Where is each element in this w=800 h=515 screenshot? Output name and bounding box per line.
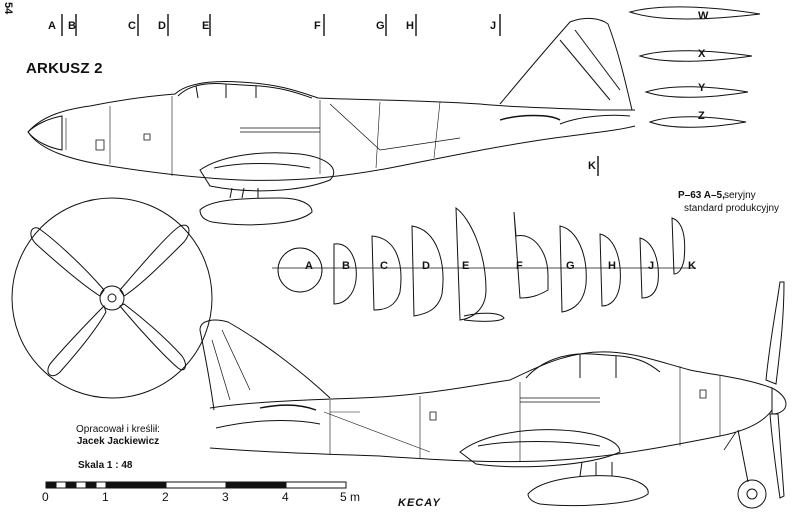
artist-signature: KECAY xyxy=(398,497,441,509)
section-label-f: F xyxy=(516,260,523,272)
ruler-label-1: 1 xyxy=(102,490,109,504)
ruler-label-4: 4 xyxy=(282,490,289,504)
station-letter-j: J xyxy=(490,20,497,32)
section-label-d: D xyxy=(422,260,430,272)
sheet-title: ARKUSZ 2 xyxy=(26,60,103,77)
author-name: Jacek Jackiewicz xyxy=(76,436,160,447)
station-letter-c: C xyxy=(128,20,136,32)
section-label-j: J xyxy=(648,260,655,272)
wing-section-y: Y xyxy=(698,82,706,94)
credit-line: Opracował i kreślił: xyxy=(76,424,160,435)
ruler-label-3: 3 xyxy=(222,490,229,504)
page-number: 54 xyxy=(2,2,14,15)
ruler-label-0: 0 xyxy=(42,490,49,504)
station-ticks xyxy=(61,14,599,176)
wing-section-w: W xyxy=(698,10,709,22)
section-label-e: E xyxy=(462,260,470,272)
station-letter-e: E xyxy=(202,20,210,32)
model-designation: P–63 A–5, xyxy=(678,190,725,201)
aircraft-side-view-bottom xyxy=(199,281,787,509)
fuselage-sections xyxy=(272,207,696,322)
model-desc-line-2: standard produkcyjny xyxy=(684,203,780,214)
scale-label: Skala 1 : 48 xyxy=(78,460,133,471)
wing-sections xyxy=(628,6,761,128)
credit-block: Opracował i kreślił: Jacek Jackiewicz xyxy=(58,424,178,448)
station-letter-f: F xyxy=(314,20,321,32)
section-label-h: H xyxy=(608,260,616,272)
station-letter-d: D xyxy=(158,20,166,32)
station-letter-a: A xyxy=(48,20,56,32)
station-letter-g: G xyxy=(376,20,385,32)
station-letter-k: K xyxy=(588,160,596,172)
station-letter-b: B xyxy=(68,20,76,32)
aircraft-side-view-top xyxy=(27,17,636,226)
propeller-front-view xyxy=(11,197,213,399)
section-label-k: K xyxy=(688,260,696,272)
ruler-label-2: 2 xyxy=(162,490,169,504)
wing-section-z: Z xyxy=(698,110,705,122)
station-letter-h: H xyxy=(406,20,414,32)
scale-ruler xyxy=(45,481,347,489)
section-label-b: B xyxy=(342,260,350,272)
section-label-a: A xyxy=(305,260,313,272)
section-label-c: C xyxy=(380,260,388,272)
ruler-label-5: 5 m xyxy=(340,490,361,504)
section-label-g: G xyxy=(566,260,575,272)
wing-section-x: X xyxy=(698,48,706,60)
model-desc-line-1: seryjny xyxy=(724,190,756,201)
